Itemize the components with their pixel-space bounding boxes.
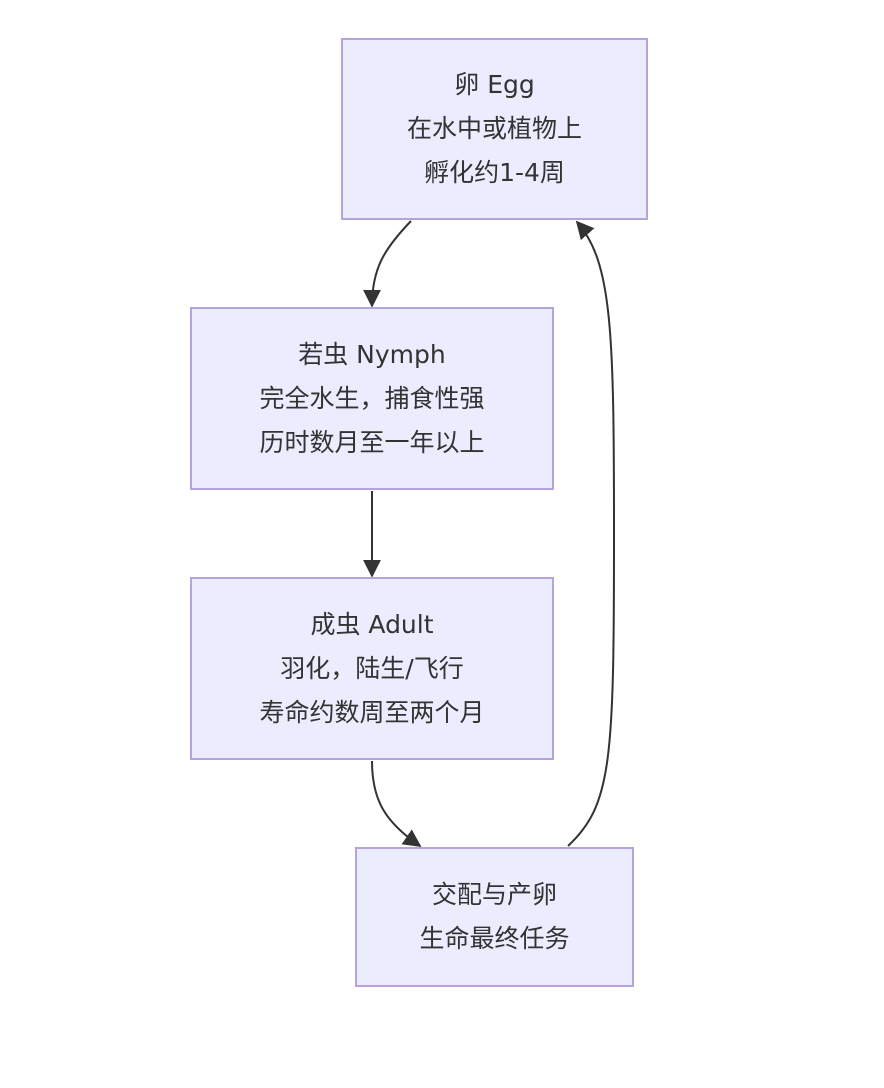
- node-egg-line-3: 孵化约1-4周: [424, 158, 565, 187]
- node-adult-line-2: 羽化，陆生/飞行: [280, 653, 464, 683]
- node-adult-title: 成虫 Adult: [310, 609, 434, 639]
- node-mating-title: 交配与产卵: [431, 880, 557, 909]
- node-mating: 交配与产卵 生命最终任务: [355, 847, 634, 987]
- node-egg: 卵 Egg 在水中或植物上 孵化约1-4周: [341, 38, 648, 220]
- edge-adult-to-mating: [371, 760, 422, 848]
- node-nymph-line-3: 历时数月至一年以上: [259, 427, 485, 457]
- node-nymph-line-2: 完全水生，捕食性强: [259, 383, 485, 413]
- node-adult-line-3: 寿命约数周至两个月: [259, 697, 485, 727]
- node-egg-title: 卵 Egg: [454, 70, 535, 99]
- edge-mating-to-egg: [567, 220, 616, 847]
- edge-egg-to-nymph: [363, 220, 412, 308]
- node-nymph: 若虫 Nymph 完全水生，捕食性强 历时数月至一年以上: [190, 307, 554, 490]
- node-adult: 成虫 Adult 羽化，陆生/飞行 寿命约数周至两个月: [190, 577, 554, 760]
- node-mating-line-2: 生命最终任务: [419, 924, 570, 953]
- node-egg-line-2: 在水中或植物上: [406, 114, 582, 143]
- node-nymph-title: 若虫 Nymph: [298, 339, 446, 369]
